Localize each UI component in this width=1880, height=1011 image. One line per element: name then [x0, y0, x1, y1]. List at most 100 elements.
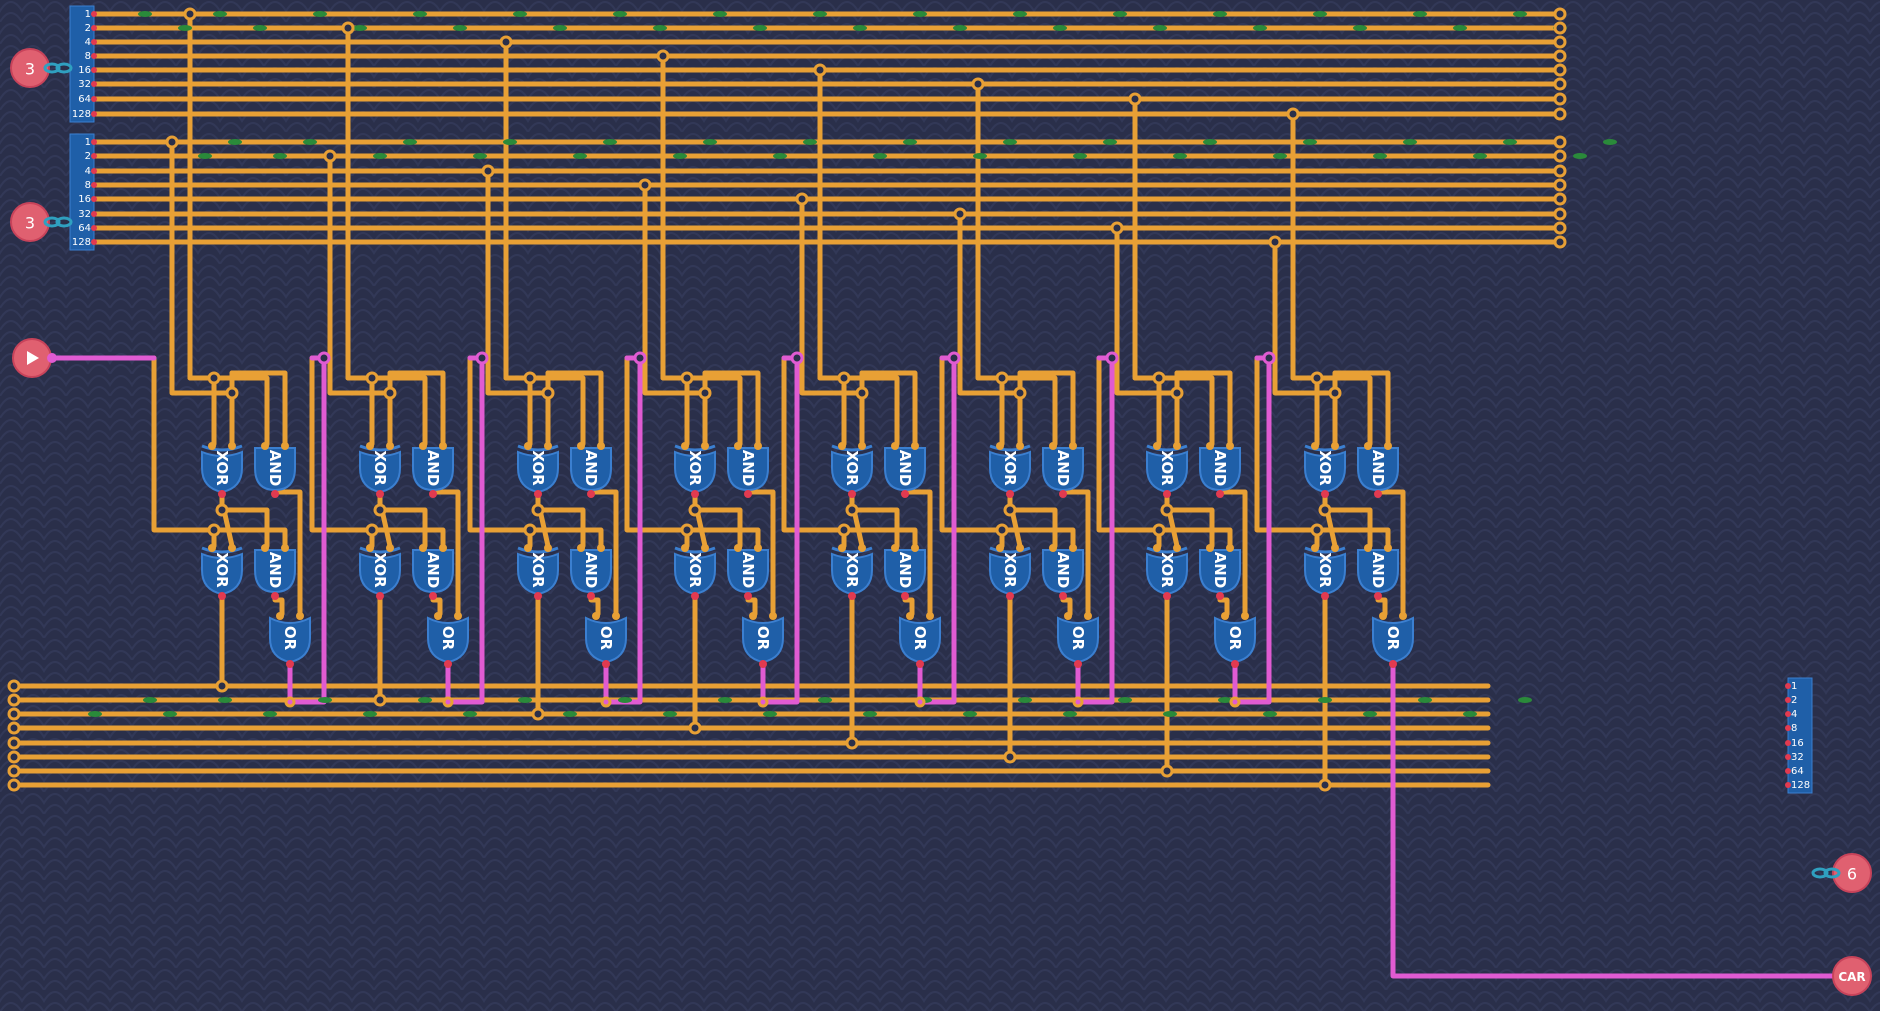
gate-output-port[interactable]	[691, 592, 699, 600]
gate-input-port[interactable]	[701, 442, 709, 450]
bus-b-splitter-bit-port[interactable]	[91, 239, 97, 245]
gate-input-port[interactable]	[1206, 544, 1214, 552]
gate-output-port[interactable]	[286, 660, 294, 668]
gate-input-port[interactable]	[1206, 442, 1214, 450]
gate-output-port[interactable]	[691, 490, 699, 498]
sum-bus-combiner-bit-port[interactable]	[1785, 740, 1791, 746]
gate-input-port[interactable]	[734, 544, 742, 552]
gate-input-port[interactable]	[926, 612, 934, 620]
gate-output-port[interactable]	[1389, 660, 1397, 668]
adder-16-and-gate-1[interactable]: AND	[884, 442, 926, 498]
adder-128-and-gate-2[interactable]: AND	[1357, 544, 1399, 600]
gate-output-port[interactable]	[218, 592, 226, 600]
bus-a-splitter-bit-port[interactable]	[91, 96, 97, 102]
sum-output[interactable]: 6	[1832, 853, 1872, 893]
byte-b-input-pin[interactable]	[10, 202, 50, 242]
adder-1-xor-gate-2[interactable]: XOR	[201, 544, 243, 600]
adder-64-xor-gate-1[interactable]: XOR	[1146, 442, 1188, 498]
gate-input-port[interactable]	[276, 612, 284, 620]
gate-input-port[interactable]	[1331, 544, 1339, 552]
gate-input-port[interactable]	[754, 442, 762, 450]
sum-bus-combiner-bit-port[interactable]	[1785, 683, 1791, 689]
gate-input-port[interactable]	[1364, 442, 1372, 450]
adder-4-or-gate[interactable]: OR	[585, 612, 627, 668]
adder-2-and-gate-1[interactable]: AND	[412, 442, 454, 498]
carry-in-toggle[interactable]	[12, 338, 52, 378]
adder-4-xor-gate-2[interactable]: XOR	[517, 544, 559, 600]
gate-output-port[interactable]	[744, 490, 752, 498]
gate-input-port[interactable]	[996, 544, 1004, 552]
gate-input-port[interactable]	[1384, 442, 1392, 450]
gate-input-port[interactable]	[754, 544, 762, 552]
adder-2-xor-gate-2[interactable]: XOR	[359, 544, 401, 600]
gate-input-port[interactable]	[592, 612, 600, 620]
gate-output-port[interactable]	[1374, 592, 1382, 600]
sum-bus-combiner-bit-port[interactable]	[1785, 782, 1791, 788]
adder-8-xor-gate-1[interactable]: XOR	[674, 442, 716, 498]
gate-input-port[interactable]	[419, 442, 427, 450]
gate-input-port[interactable]	[1049, 442, 1057, 450]
adder-128-or-gate[interactable]: OR	[1372, 612, 1414, 668]
adder-8-xor-gate-2[interactable]: XOR	[674, 544, 716, 600]
adder-4-xor-gate-1[interactable]: XOR	[517, 442, 559, 498]
bus-a-splitter-bit-port[interactable]	[91, 111, 97, 117]
gate-output-port[interactable]	[534, 490, 542, 498]
gate-input-port[interactable]	[261, 544, 269, 552]
gate-input-port[interactable]	[911, 442, 919, 450]
gate-output-port[interactable]	[271, 592, 279, 600]
gate-input-port[interactable]	[838, 544, 846, 552]
gate-input-port[interactable]	[1069, 544, 1077, 552]
gate-input-port[interactable]	[597, 442, 605, 450]
carry-output-pin[interactable]	[1832, 956, 1872, 996]
gate-input-port[interactable]	[1173, 442, 1181, 450]
gate-output-port[interactable]	[1216, 490, 1224, 498]
gate-output-port[interactable]	[901, 592, 909, 600]
gate-input-port[interactable]	[1221, 612, 1229, 620]
sum-output-pin[interactable]	[1832, 853, 1872, 893]
gate-output-port[interactable]	[587, 490, 595, 498]
gate-output-port[interactable]	[444, 660, 452, 668]
gate-input-port[interactable]	[1311, 544, 1319, 552]
gate-output-port[interactable]	[587, 592, 595, 600]
adder-4-and-gate-2[interactable]: AND	[570, 544, 612, 600]
adder-64-xor-gate-2[interactable]: XOR	[1146, 544, 1188, 600]
gate-output-port[interactable]	[1074, 660, 1082, 668]
gate-input-port[interactable]	[891, 442, 899, 450]
gate-input-port[interactable]	[1226, 544, 1234, 552]
gate-input-port[interactable]	[1084, 612, 1092, 620]
bus-a-splitter-bit-port[interactable]	[91, 39, 97, 45]
gate-input-port[interactable]	[296, 612, 304, 620]
sum-bus-combiner-bit-port[interactable]	[1785, 697, 1791, 703]
sum-bus-combiner-bit-port[interactable]	[1785, 768, 1791, 774]
gate-input-port[interactable]	[858, 442, 866, 450]
gate-output-port[interactable]	[376, 490, 384, 498]
bus-a-splitter-bit-port[interactable]	[91, 53, 97, 59]
gate-input-port[interactable]	[228, 544, 236, 552]
gate-input-port[interactable]	[439, 442, 447, 450]
gate-input-port[interactable]	[891, 544, 899, 552]
adder-32-xor-gate-2[interactable]: XOR	[989, 544, 1031, 600]
adder-8-or-gate[interactable]: OR	[742, 612, 784, 668]
gate-input-port[interactable]	[838, 442, 846, 450]
gate-input-port[interactable]	[419, 544, 427, 552]
gate-output-port[interactable]	[602, 660, 610, 668]
gate-input-port[interactable]	[366, 442, 374, 450]
gate-input-port[interactable]	[577, 544, 585, 552]
gate-input-port[interactable]	[1016, 544, 1024, 552]
bus-b-splitter-bit-port[interactable]	[91, 211, 97, 217]
gate-output-port[interactable]	[1374, 490, 1382, 498]
gate-input-port[interactable]	[544, 442, 552, 450]
gate-input-port[interactable]	[858, 544, 866, 552]
gate-input-port[interactable]	[911, 544, 919, 552]
gate-input-port[interactable]	[208, 442, 216, 450]
gate-input-port[interactable]	[228, 442, 236, 450]
adder-64-and-gate-2[interactable]: AND	[1199, 544, 1241, 600]
gate-input-port[interactable]	[1399, 612, 1407, 620]
gate-input-port[interactable]	[1153, 544, 1161, 552]
bus-a-splitter-bit-port[interactable]	[91, 67, 97, 73]
gate-output-port[interactable]	[1321, 592, 1329, 600]
gate-input-port[interactable]	[1241, 612, 1249, 620]
adder-32-and-gate-1[interactable]: AND	[1042, 442, 1084, 498]
sum-bus-combiner-bit-port[interactable]	[1785, 725, 1791, 731]
